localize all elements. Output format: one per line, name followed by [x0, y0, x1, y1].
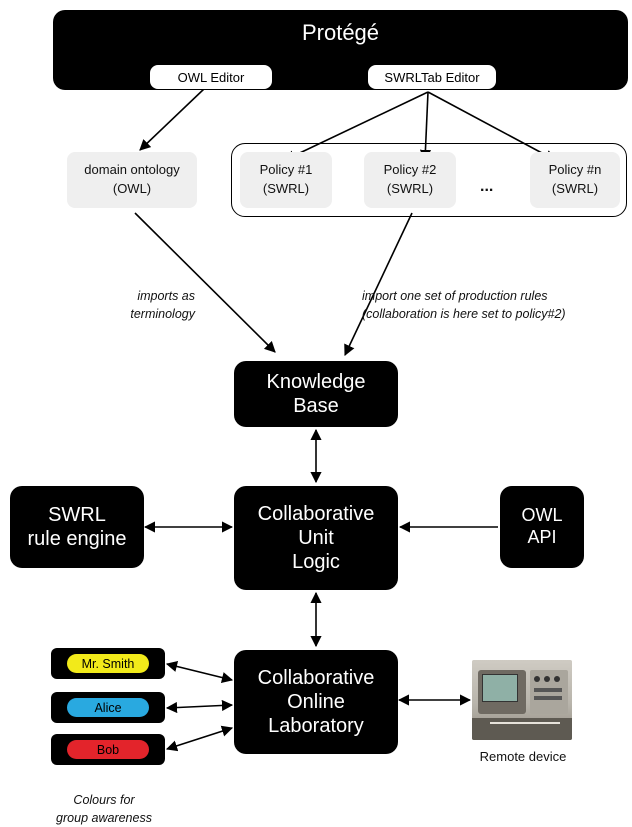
- user-badge-alice: Alice: [51, 692, 165, 723]
- arrow-swrltab-to-policy1: [283, 91, 429, 161]
- user-name-alice: Alice: [67, 698, 149, 717]
- policy-ellipsis: ...: [480, 178, 494, 195]
- domain-ontology-box: domain ontology (OWL): [67, 152, 197, 208]
- user-badge-mr-smith: Mr. Smith: [51, 648, 165, 679]
- policy-label-n: Policy #n (SWRL): [548, 162, 602, 196]
- policy-container: [231, 143, 627, 217]
- arrow-swrltab-to-policy2: [419, 91, 432, 162]
- protege-title: Protégé: [301, 20, 380, 45]
- knowledge-base-box: Knowledge Base: [234, 361, 398, 427]
- swrltab-editor-pill: SWRLTab Editor: [368, 65, 496, 89]
- collaborative-online-laboratory-label: Collaborative Online Laboratory: [257, 667, 375, 737]
- label-import-rules: import one set of production rules (coll…: [362, 289, 566, 322]
- policy-label-2: Policy #2 (SWRL): [383, 162, 437, 196]
- user-name-mr-smith: Mr. Smith: [67, 654, 149, 673]
- arrow-user3-lab: [165, 725, 234, 752]
- owl-editor-pill: OWL Editor: [150, 65, 272, 89]
- policy-box-2: Policy #2 (SWRL): [364, 152, 456, 208]
- collaborative-unit-logic-box: Collaborative Unit Logic: [234, 486, 398, 590]
- arrow-ontology-to-kb: [134, 212, 276, 353]
- owl-api-box: OWL API: [500, 486, 584, 568]
- user-badge-bob: Bob: [51, 734, 165, 765]
- label-imports-as-terminology: imports as terminology: [130, 289, 195, 322]
- label-colours-group-awareness: Colours for group awareness: [56, 793, 152, 826]
- arrow-swrltab-to-policyn: [427, 91, 556, 161]
- collaborative-online-laboratory-box: Collaborative Online Laboratory: [234, 650, 398, 754]
- user-name-bob: Bob: [67, 740, 149, 759]
- remote-device-image: [472, 660, 572, 740]
- arrow-user2-lab: [165, 699, 234, 714]
- swrltab-editor-label: SWRLTab Editor: [384, 69, 480, 85]
- domain-ontology-label: domain ontology (OWL): [84, 162, 180, 196]
- policy-box-1: Policy #1 (SWRL): [240, 152, 332, 208]
- knowledge-base-label: Knowledge Base: [266, 371, 366, 417]
- label-remote-device: Remote device: [479, 749, 567, 764]
- arrow-user1-lab: [165, 660, 234, 684]
- protege-box: Protégé: [53, 10, 628, 90]
- arrow-policy2-to-kb: [344, 212, 413, 357]
- swrl-rule-engine-label: SWRL rule engine: [27, 504, 127, 550]
- collaborative-unit-logic-label: Collaborative Unit Logic: [257, 503, 375, 573]
- policy-box-n: Policy #n (SWRL): [530, 152, 620, 208]
- owl-editor-label: OWL Editor: [177, 69, 245, 85]
- arrow-owl-to-ontology: [139, 87, 206, 151]
- swrl-rule-engine-box: SWRL rule engine: [10, 486, 144, 568]
- owl-api-label: OWL API: [521, 505, 563, 547]
- policy-label-1: Policy #1 (SWRL): [259, 162, 313, 196]
